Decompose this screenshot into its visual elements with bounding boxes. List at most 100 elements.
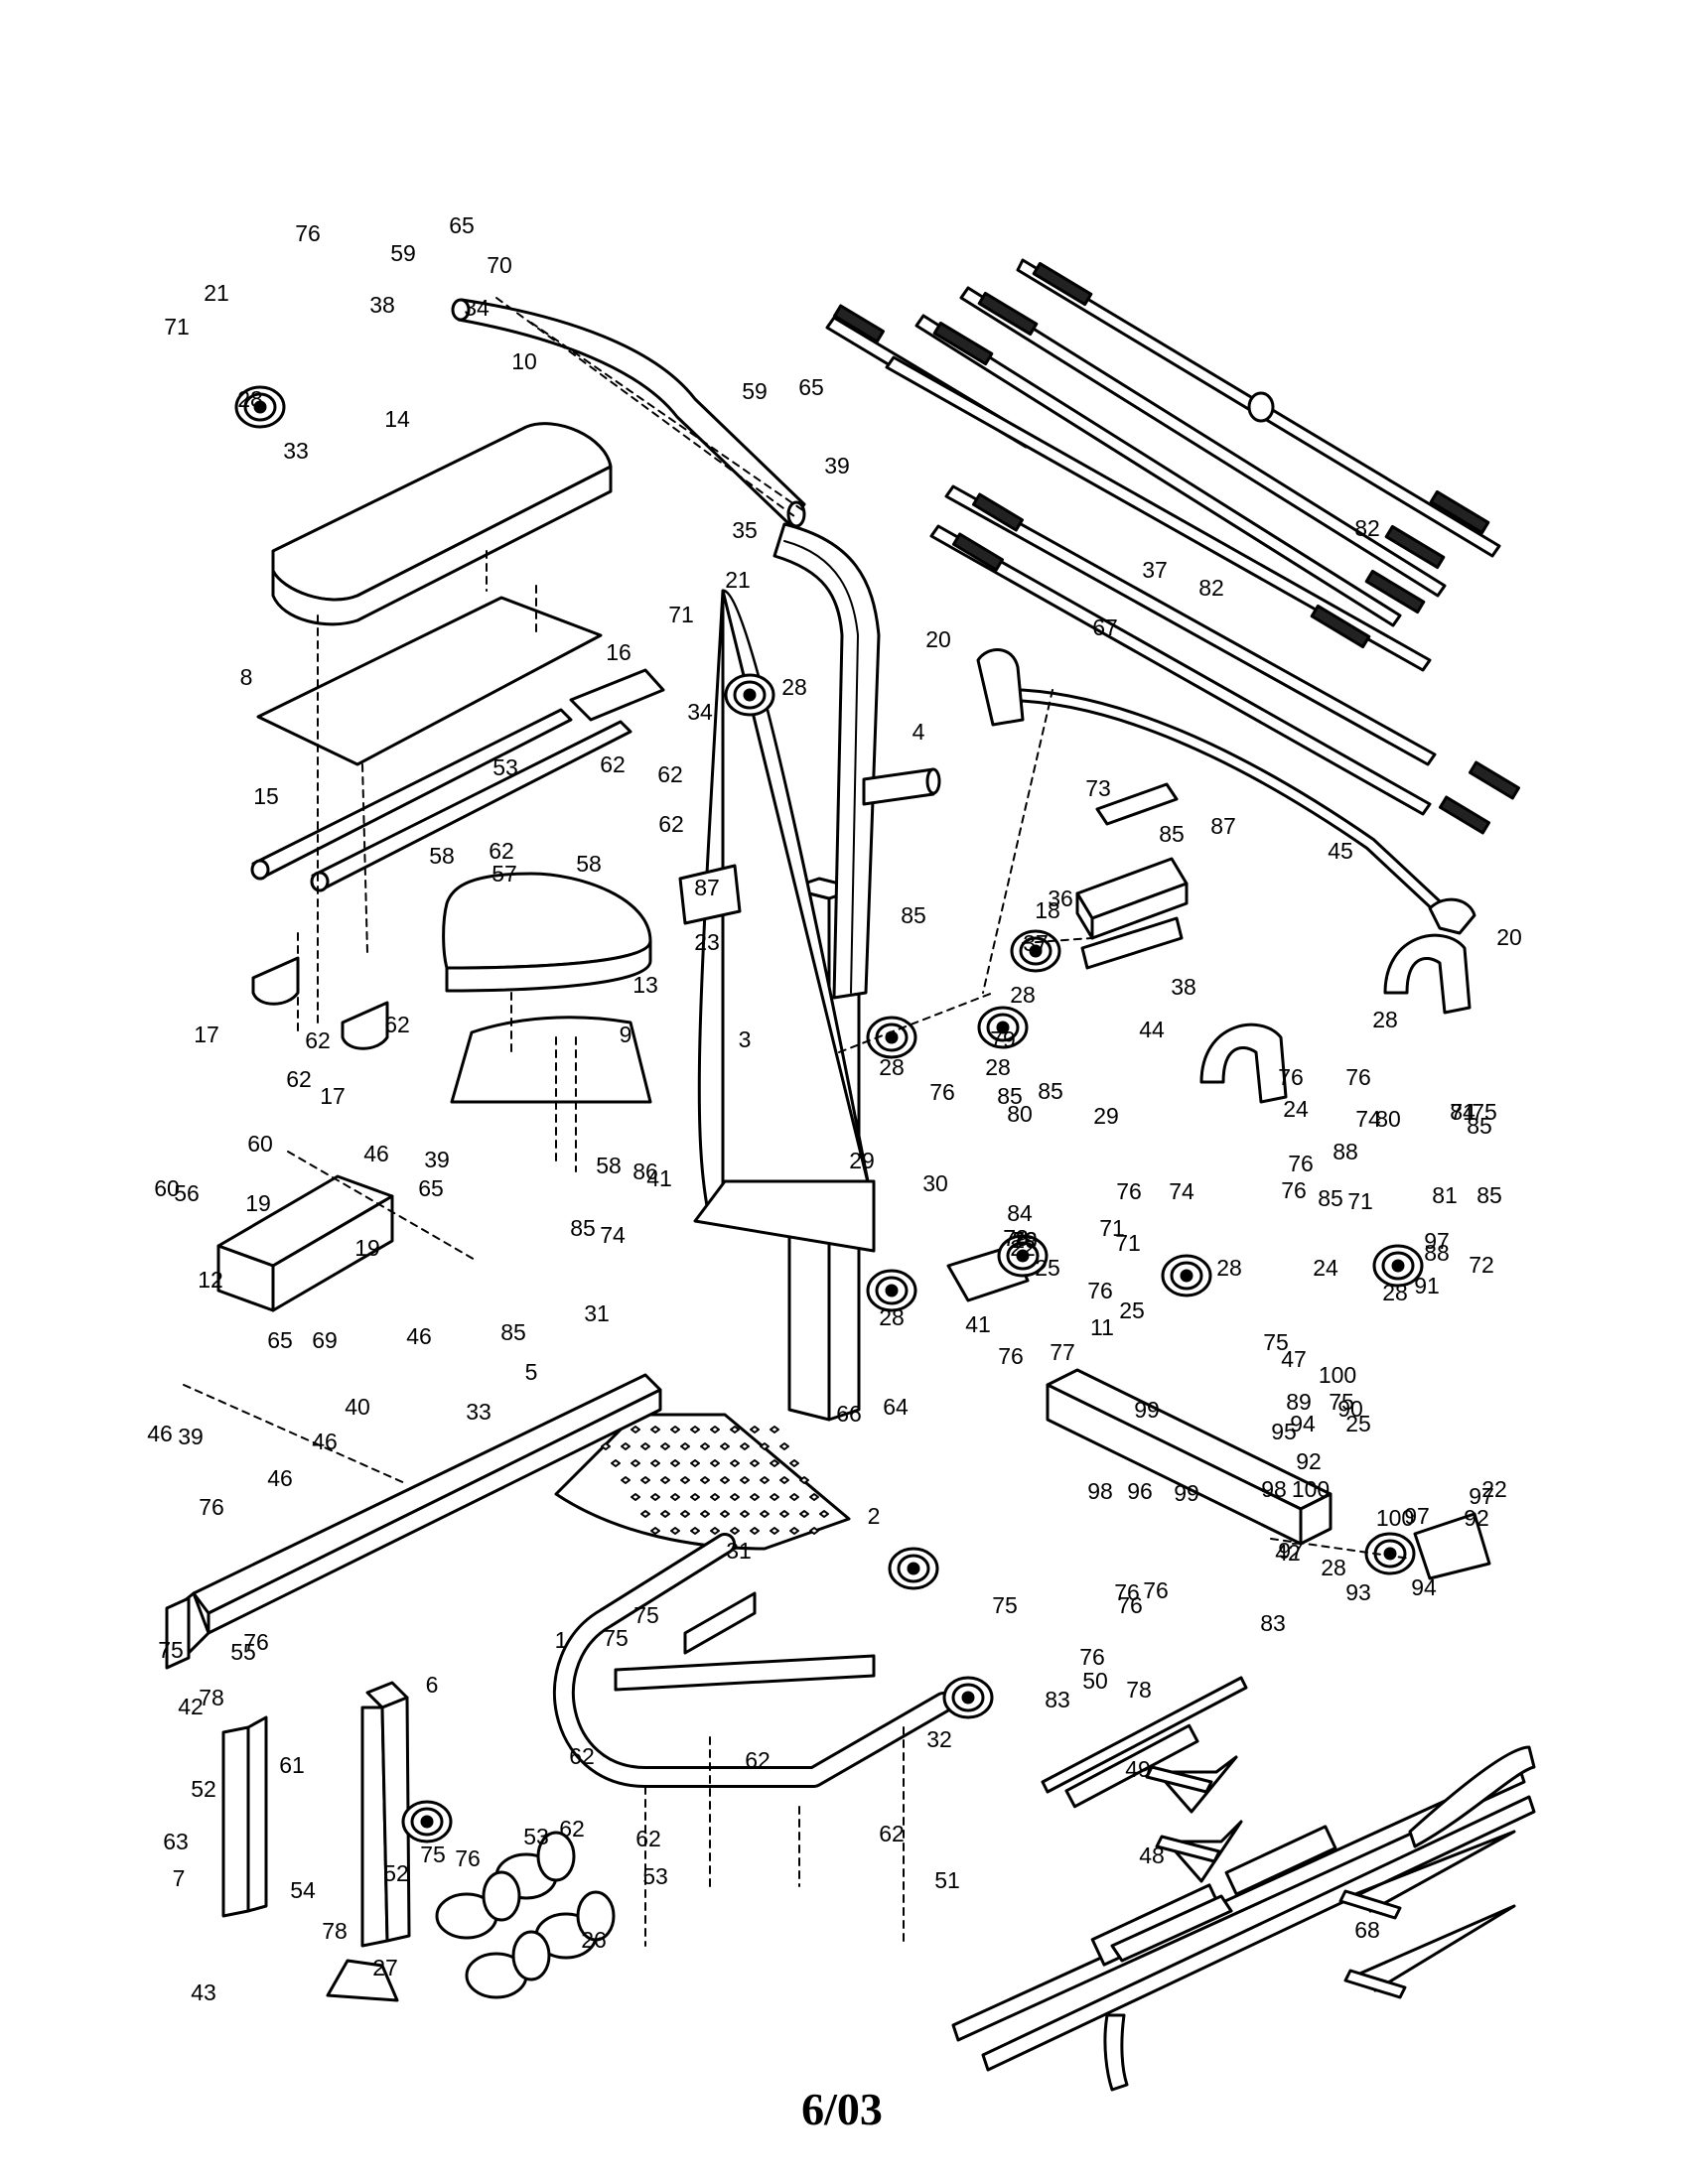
plate-texture-mark (690, 1426, 700, 1433)
plate-texture-mark (720, 1442, 730, 1450)
part-label: 76 (998, 1343, 1024, 1369)
part-label: 1 (555, 1627, 568, 1653)
foot-base-part-27 (326, 1959, 399, 2002)
plate-texture-mark (770, 1527, 779, 1535)
part-label: 60 (247, 1131, 273, 1157)
part-label: 58 (576, 851, 602, 877)
part-label: 46 (267, 1465, 293, 1491)
part-label: 42 (1275, 1540, 1301, 1566)
foot-plate-part-2 (554, 1413, 851, 1551)
part-label: 28 (985, 1054, 1011, 1080)
part-label: 36 (1048, 886, 1073, 911)
handles-part-68 (1338, 1830, 1516, 1999)
part-label: 75 (1472, 1099, 1497, 1125)
part-label: 55 (230, 1639, 256, 1665)
plate-texture-mark (760, 1476, 770, 1484)
part-label: 76 (1117, 1592, 1143, 1618)
part-label: 78 (1126, 1677, 1152, 1703)
part-label: 71 (1099, 1215, 1125, 1241)
part-label: 90 (1337, 1396, 1363, 1422)
part-label: 46 (406, 1323, 432, 1349)
part-label: 7 (173, 1865, 186, 1891)
part-label: 53 (523, 1824, 549, 1849)
plate-texture-mark (680, 1476, 690, 1484)
part-label: 61 (279, 1752, 305, 1778)
plate-texture-mark (640, 1476, 650, 1484)
part-label: 63 (163, 1829, 189, 1854)
rollers-part-26 (435, 1831, 616, 1999)
part-label: 72 (1469, 1252, 1494, 1278)
part-label: 39 (824, 453, 850, 478)
part-label: 69 (312, 1327, 338, 1353)
plate-texture-mark (789, 1493, 799, 1501)
part-label: 87 (694, 875, 720, 900)
part-label: 19 (354, 1235, 380, 1261)
plate-texture-mark (690, 1493, 700, 1501)
shroud-part-23 (693, 589, 876, 1253)
part-label: 34 (687, 699, 713, 725)
plate-texture-mark (611, 1459, 621, 1467)
part-label: 41 (646, 1165, 672, 1191)
part-label: 58 (429, 843, 455, 869)
part-label: 97 (1469, 1483, 1494, 1509)
part-label: 62 (384, 1012, 410, 1037)
plate-texture-mark (700, 1476, 710, 1484)
part-label: 48 (1139, 1843, 1165, 1868)
pulley-wheel (996, 1021, 1010, 1034)
part-label: 58 (596, 1153, 622, 1178)
plate-texture-mark (650, 1527, 660, 1535)
part-label: 28 (781, 674, 807, 700)
part-label: 74 (600, 1222, 626, 1248)
part-label: 28 (237, 386, 263, 412)
part-label: 32 (926, 1726, 952, 1752)
plate-texture-mark (779, 1476, 789, 1484)
part-label: 62 (286, 1066, 312, 1092)
plate-texture-mark (631, 1493, 640, 1501)
part-label: 29 (1093, 1103, 1119, 1129)
part-label: 67 (1092, 614, 1118, 640)
part-label: 78 (199, 1685, 224, 1710)
part-label: 89 (1286, 1389, 1312, 1415)
part-label: 76 (199, 1494, 224, 1520)
plate-texture-mark (621, 1442, 631, 1450)
leg-upright-part-7 (221, 1715, 268, 1918)
pulley-wheel (420, 1815, 434, 1829)
pulley-wheel (907, 1562, 920, 1575)
part-label: 65 (418, 1175, 444, 1201)
plate-texture-mark (770, 1493, 779, 1501)
pulley-wheel (961, 1691, 975, 1705)
part-label: 4 (912, 719, 925, 745)
plate-texture-mark (650, 1426, 660, 1433)
part-label: 51 (934, 1867, 960, 1893)
plate-texture-mark (670, 1527, 680, 1535)
part-label: 71 (1347, 1188, 1373, 1214)
seat-pad-part-13 (442, 872, 652, 993)
part-label: 46 (363, 1141, 389, 1166)
curved-arm-part-44 (976, 648, 1476, 935)
part-label: 62 (559, 1816, 585, 1842)
part-label: 79 (1003, 1225, 1029, 1251)
part-label: 71 (164, 314, 190, 340)
part-label: 24 (1283, 1096, 1309, 1122)
part-label: 94 (1411, 1574, 1437, 1600)
strap-and-bar-parts (951, 1676, 1536, 2092)
part-label: 100 (1292, 1476, 1330, 1502)
part-label: 25 (1119, 1297, 1145, 1323)
plate-texture-mark (770, 1426, 779, 1433)
part-label: 49 (1125, 1756, 1151, 1782)
seat-board-part-8 (256, 596, 603, 766)
part-label: 88 (1333, 1139, 1358, 1164)
plate-texture-mark (710, 1459, 720, 1467)
part-label: 93 (1345, 1579, 1371, 1605)
plate-texture-mark (740, 1442, 750, 1450)
plate-texture-mark (730, 1527, 740, 1535)
plate-texture-mark (710, 1527, 720, 1535)
part-label: 62 (569, 1743, 595, 1769)
part-label: 100 (1376, 1505, 1414, 1531)
plate-texture-mark (730, 1493, 740, 1501)
plate-texture-mark (750, 1426, 760, 1433)
assembly-dashed-guides (183, 297, 1411, 1947)
part-label: 39 (424, 1147, 450, 1172)
part-label: 62 (879, 1821, 905, 1846)
part-label: 60 (154, 1175, 180, 1201)
